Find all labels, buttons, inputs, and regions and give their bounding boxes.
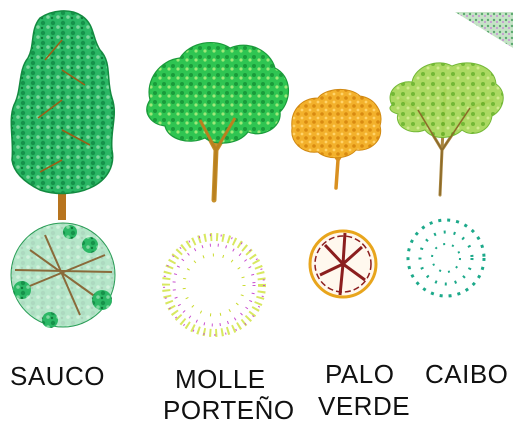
sauco-plan-icon: [10, 222, 116, 328]
label-molle-line2: PORTEÑO: [163, 395, 295, 425]
label-molle-line1: MOLLE: [175, 364, 266, 394]
palo-verde-elevation-icon: [291, 89, 382, 190]
caibo-plan-icon: [406, 218, 486, 298]
molle-plan-icon: [162, 233, 266, 337]
label-sauco: SAUCO: [10, 361, 105, 391]
sauco-elevation-icon: [10, 10, 115, 220]
palo-verde-plan-icon: [308, 229, 378, 299]
label-caibo: CAIBO: [425, 359, 509, 389]
caibo-elevation-icon: [389, 62, 504, 197]
label-palo-line2: VERDE: [318, 391, 411, 421]
corner-foliage-icon: [455, 12, 513, 48]
molle-elevation-icon: [146, 41, 289, 203]
label-palo-line1: PALO: [325, 359, 395, 389]
